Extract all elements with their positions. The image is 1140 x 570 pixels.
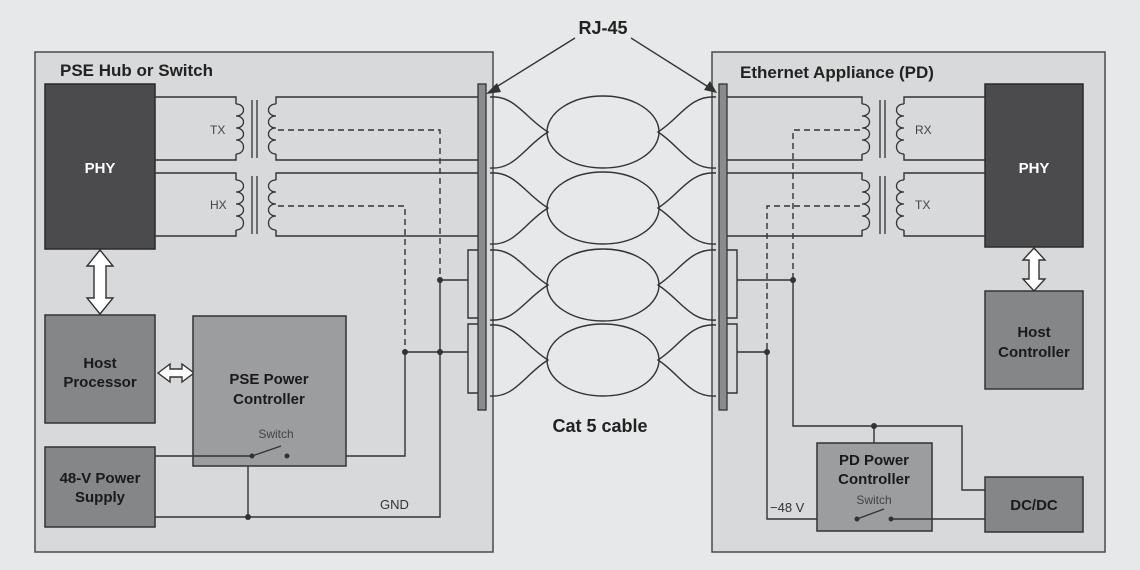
pd-switch-label: Switch bbox=[856, 493, 891, 507]
power-supply-block bbox=[44, 446, 156, 528]
pse-phy-label: PHY bbox=[85, 160, 116, 177]
tx-label-left: TX bbox=[210, 123, 225, 137]
phy-host-arrow-left bbox=[85, 248, 115, 316]
gnd-label: GND bbox=[380, 497, 409, 512]
pse-panel-title: PSE Hub or Switch bbox=[60, 61, 213, 80]
pse-transformer-tx bbox=[235, 100, 277, 158]
rj45-arrowhead-right bbox=[704, 81, 717, 93]
pd-switch bbox=[854, 508, 985, 522]
power-supply-line2: Supply bbox=[75, 489, 126, 506]
host-processor-block bbox=[44, 314, 156, 424]
host-controller-block bbox=[984, 290, 1084, 390]
pd-phy-label: PHY bbox=[1019, 160, 1050, 177]
pd-transformer-tx bbox=[861, 176, 905, 234]
rj45-arrowhead-left bbox=[486, 83, 501, 94]
rj45-connector-left bbox=[477, 83, 487, 411]
pd-power-controller-block bbox=[816, 442, 933, 532]
cable-twisted-pairs bbox=[489, 95, 717, 397]
dcdc-label: DC/DC bbox=[1010, 497, 1058, 514]
pse-switch bbox=[155, 445, 290, 459]
pd-phy-wires bbox=[903, 96, 985, 237]
host-processor-line1: Host bbox=[83, 355, 116, 372]
host-controller-line1: Host bbox=[1017, 324, 1050, 341]
pd-transformer-rx bbox=[861, 100, 905, 158]
pse-controller-line2: Controller bbox=[233, 391, 305, 408]
host-controller-line2: Controller bbox=[998, 344, 1070, 361]
rj45-connector-right bbox=[718, 83, 728, 411]
pd-phy-block bbox=[984, 83, 1084, 248]
host-processor-line2: Processor bbox=[63, 374, 137, 391]
pse-controller-line1: PSE Power bbox=[229, 371, 308, 388]
cable-label: Cat 5 cable bbox=[552, 416, 647, 436]
pd-line-wires bbox=[727, 96, 863, 352]
pse-switch-label: Switch bbox=[258, 427, 293, 441]
pse-power-controller-block bbox=[192, 315, 347, 467]
rj45-arrow-left bbox=[492, 37, 576, 90]
power-supply-line1: 48-V Power bbox=[60, 470, 141, 487]
pd-controller-line1: PD Power bbox=[839, 452, 909, 469]
pse-phy-wires bbox=[155, 96, 237, 237]
pse-line-wires bbox=[275, 96, 478, 352]
dcdc-block bbox=[984, 476, 1084, 533]
rx-label-right: RX bbox=[915, 123, 932, 137]
neg48v-label: −48 V bbox=[770, 500, 805, 515]
rj45-arrow-right bbox=[630, 37, 711, 89]
tx-label-right: TX bbox=[915, 198, 930, 212]
pd-panel-title: Ethernet Appliance (PD) bbox=[740, 63, 934, 82]
pse-transformer-hx bbox=[235, 176, 277, 234]
rj45-label: RJ-45 bbox=[578, 18, 627, 38]
pse-phy-block bbox=[44, 83, 156, 250]
hx-label-left: HX bbox=[210, 198, 227, 212]
gnd-wire bbox=[245, 466, 251, 520]
pd-controller-line2: Controller bbox=[838, 471, 910, 488]
